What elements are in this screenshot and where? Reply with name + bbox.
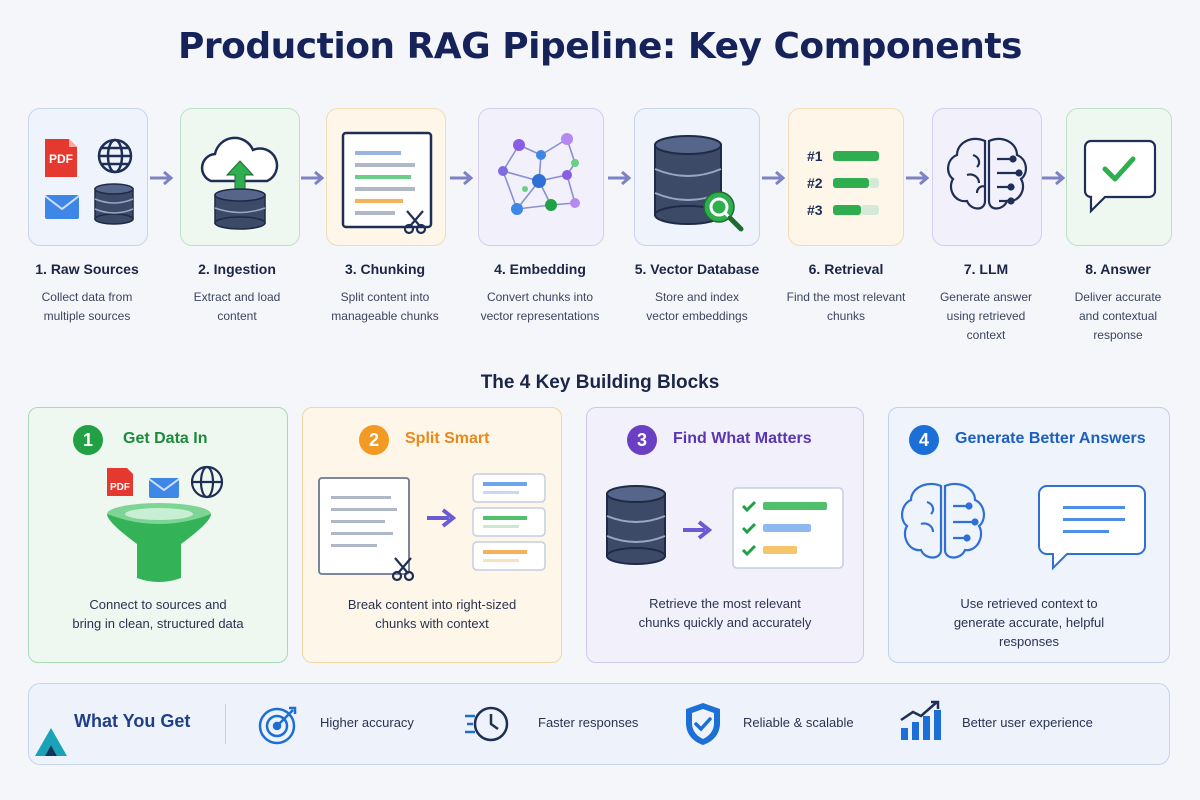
- block-number: 3: [627, 425, 657, 455]
- database-icon: [606, 485, 666, 565]
- globe-icon: [190, 465, 224, 499]
- stage-label: 6. Retrieval: [808, 261, 884, 277]
- what-you-get-heading: What You Get: [74, 711, 191, 731]
- stage-answer: [1066, 108, 1172, 246]
- block-generate-better-answers: 4 Generate Better Answers Use retrieved …: [888, 407, 1170, 663]
- pdf-icon: PDF: [107, 468, 133, 496]
- rank-1-label: #1: [807, 148, 823, 164]
- rank-2-label: #2: [807, 175, 823, 191]
- ranked-list-icon: #1 #2 #3: [807, 148, 879, 218]
- document-icon: [318, 477, 410, 575]
- magnifier-icon: [703, 191, 744, 232]
- block-title: Split Smart: [405, 430, 490, 447]
- funnel-icon: [107, 503, 211, 582]
- benefit-label: Faster responses: [538, 715, 639, 730]
- chat-bubble-icon: [1038, 485, 1146, 571]
- network-icon: [498, 133, 580, 215]
- document-icon: [341, 131, 433, 229]
- stage-llm: [932, 108, 1042, 246]
- arrow-icon: [1042, 170, 1066, 186]
- what-you-get-bar: What You Get Higher accuracy Faster resp…: [28, 683, 1170, 765]
- database-icon: [214, 188, 266, 230]
- pdf-label: PDF: [49, 152, 73, 166]
- stage-label: 2. Ingestion: [198, 261, 276, 277]
- database-icon: [94, 183, 134, 225]
- block-number: 1: [73, 425, 103, 455]
- block-find-what-matters: 3 Find What Matters Retrieve the most re…: [586, 407, 864, 663]
- arrow-icon: [301, 170, 325, 186]
- pdf-label: PDF: [110, 482, 130, 493]
- stage-vector-database: [634, 108, 760, 246]
- stage-embedding: [478, 108, 604, 246]
- benefit-label: Higher accuracy: [320, 715, 414, 730]
- shield-check-icon: [686, 703, 720, 745]
- stage-ingestion: [180, 108, 300, 246]
- arrow-icon: [608, 170, 632, 186]
- block-title: Find What Matters: [673, 430, 812, 447]
- block-get-data-in: 1 Get Data In PDF Connect to sources and…: [28, 407, 288, 663]
- arrow-icon: [906, 170, 930, 186]
- split-illustration: [318, 473, 546, 582]
- block-number: 2: [359, 425, 389, 455]
- stage-retrieval: #1 #2 #3: [788, 108, 904, 246]
- arrow-icon: [427, 508, 457, 528]
- brand-logo-icon: [35, 728, 67, 756]
- clock-fast-icon: [465, 706, 509, 742]
- block-title: Get Data In: [123, 430, 208, 447]
- arrow-icon: [150, 170, 174, 186]
- building-blocks-title: The 4 Key Building Blocks: [480, 372, 720, 393]
- generate-illustration: [901, 482, 1146, 571]
- cloud-upload-icon: [200, 136, 279, 192]
- mail-icon: [44, 195, 80, 219]
- benefit-label: Better user experience: [962, 715, 1093, 730]
- rank-3-label: #3: [807, 202, 823, 218]
- stage-label: 5. Vector Database: [634, 261, 760, 277]
- stage-label: 1. Raw Sources: [35, 261, 139, 277]
- growth-chart-icon: [900, 700, 941, 740]
- brain-icon: [901, 482, 985, 559]
- block-title: Generate Better Answers: [955, 430, 1146, 447]
- stage-label: 4. Embedding: [494, 261, 586, 277]
- scissors-icon: [391, 557, 415, 582]
- stage-label: 7. LLM: [963, 261, 1009, 277]
- stage-raw-sources: PDF: [28, 108, 148, 246]
- benefit-label: Reliable & scalable: [743, 715, 854, 730]
- brain-icon: [947, 137, 1027, 210]
- retrieve-illustration: [606, 485, 844, 569]
- stage-label: 3. Chunking: [344, 261, 426, 277]
- block-split-smart: 2 Split Smart Break content into right-s…: [302, 407, 562, 663]
- answer-bubble-icon: [1083, 139, 1157, 214]
- mail-icon: [148, 478, 180, 498]
- checklist-icon: [732, 487, 844, 569]
- page-title: Production RAG Pipeline: Key Components: [178, 26, 1022, 67]
- arrow-icon: [450, 170, 474, 186]
- block-number: 4: [909, 425, 939, 455]
- divider: [225, 704, 226, 744]
- target-icon: [258, 706, 297, 745]
- chunks-icon: [472, 473, 546, 571]
- scissors-icon: [403, 210, 427, 235]
- funnel-illustration: PDF: [107, 465, 224, 582]
- stage-label: 8. Answer: [1085, 261, 1151, 277]
- globe-icon: [97, 138, 133, 174]
- arrow-icon: [683, 520, 713, 540]
- pdf-icon: PDF: [45, 139, 77, 177]
- arrow-icon: [762, 170, 786, 186]
- stage-chunking: [326, 108, 446, 246]
